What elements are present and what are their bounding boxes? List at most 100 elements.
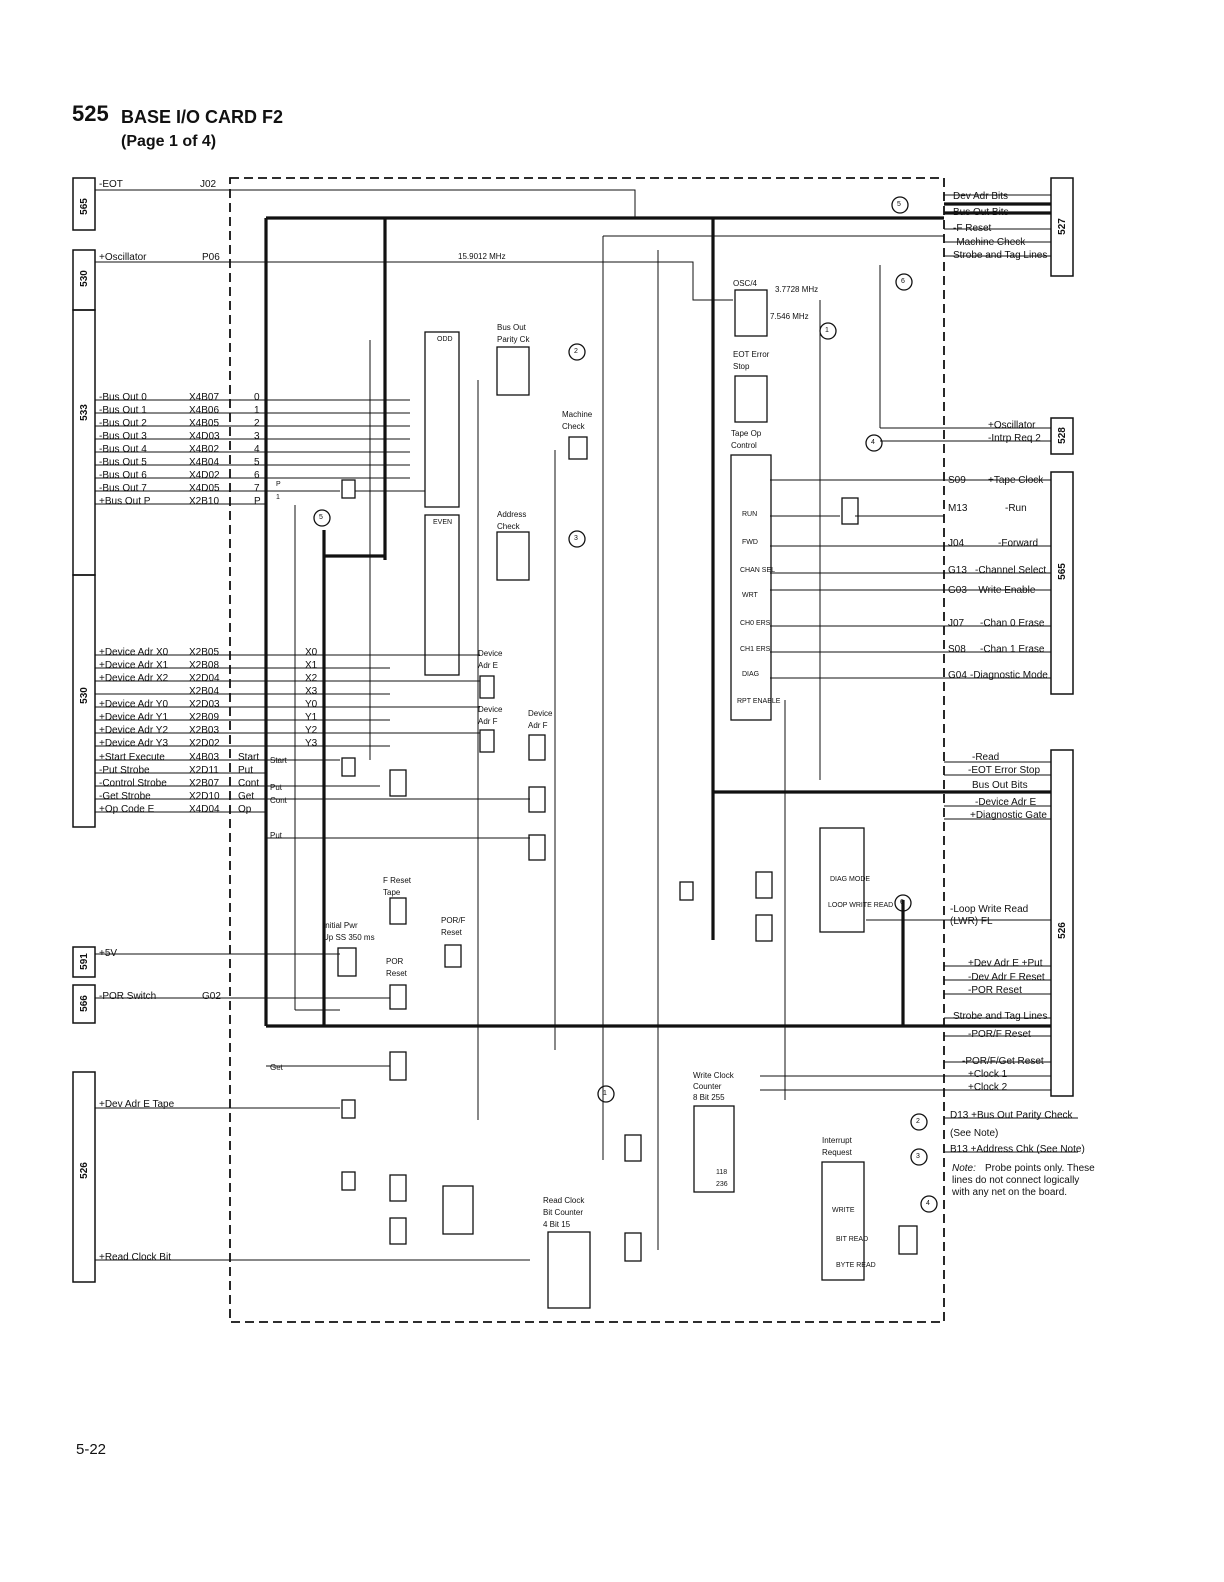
machine-check-label-1: Machine [562,410,593,419]
pin-device-adr-y2: X2B03 [189,725,220,736]
right-strobe-tag-lines: Strobe and Tag Lines [953,250,1048,261]
eot-error-label-2: Stop [733,362,750,371]
read-clock-counter [547,1231,591,1309]
right-chan-1-erase: -Chan 1 Erase [980,644,1045,655]
probe-3-note: 3 [916,1153,920,1160]
machine-check-or [568,436,588,460]
odd-label: ODD [437,336,453,343]
note-label: Note: [952,1163,976,1174]
signal-bus-out-4: -Bus Out 4 [99,444,147,455]
read-clock-label-3: 4 Bit 15 [543,1220,571,1229]
n-gate-start [341,757,356,777]
n-gate-diag [679,881,694,901]
wire-put-2: Put [270,831,283,840]
address-check-label-2: Check [497,522,520,531]
connector-id-530-left-b: 530 [78,687,90,704]
right-por-f-reset: -POR/F Reset [968,1029,1031,1040]
reg-bit-diag: DIAG [742,671,760,678]
pin-bus-out-6: X4D02 [189,470,220,481]
pin-g02: G02 [202,991,221,1002]
connector-id-526-left: 526 [78,1162,90,1179]
right-loop-write-read: -Loop Write Read [950,904,1029,915]
right-run: -Run [1005,503,1027,514]
bit-device-adr-y2: Y2 [305,725,318,736]
probe-2-parity: 2 [574,348,578,355]
write-count-236: 236 [716,1181,728,1188]
device-adr-e-and [479,675,495,699]
osc-label: OSC/4 [733,279,758,288]
bit-cont: Cont [238,778,260,789]
probe-2-note: 2 [916,1118,920,1125]
pin-control-strobe: X2B07 [189,778,220,789]
signal-get-strobe: -Get Strobe [99,791,151,802]
connector-id-526-right: 526 [1056,922,1068,939]
pin-m13: M13 [948,503,968,514]
machine-check-label-2: Check [562,422,585,431]
signal-bus-out-6: -Bus Out 6 [99,470,147,481]
connector-566-left [72,984,96,1024]
right-machine-check: -Machine Check [953,237,1026,248]
right-diagnostic-mode: -Diagnostic Mode [970,670,1048,681]
odd-parity-block [424,331,460,508]
probe-b13: B13 +Address Chk (See Note) [950,1144,1085,1155]
pin-get-strobe: X2D10 [189,791,220,802]
device-adr-e-label-1: Device [478,649,503,658]
bit-bus-out-7: 7 [254,483,260,494]
bit-bus-out-4: 4 [254,444,260,455]
bit-device-adr-x1: X1 [305,660,318,671]
connector-id-527-right: 527 [1056,218,1068,235]
connector-565-left [72,177,96,231]
probe-4-interrupt: 4 [926,1200,930,1207]
osc-freq-2: 7.546 MHz [770,312,809,321]
right-device-adr-e: -Device Adr E [975,797,1037,808]
single-shot [337,947,357,977]
right-tape-clock: +Tape Clock [988,475,1044,486]
note-line-2: lines do not connect logically [952,1175,1080,1186]
bit-bus-out-6: 6 [254,470,260,481]
connector-id-528-right: 528 [1056,427,1068,444]
probe-5-left: 5 [319,514,323,521]
loop-write-read-label: LOOP WRITE READ [828,902,894,909]
connector-533-left [72,309,96,576]
probe-6-top: 6 [901,278,905,285]
pin-op-code-e: X4D04 [189,804,220,815]
probe-see-note: (See Note) [950,1128,999,1139]
signal-por-switch: -POR Switch [99,991,157,1002]
por-reset-or [389,984,407,1010]
pin-bus-out-p: X2B10 [189,496,220,507]
device-adr-f1-label-1: Device [478,705,503,714]
f-reset-and [389,897,407,925]
bit-device-adr-y0: Y0 [305,699,318,710]
bit-bus-out-3: 3 [254,431,260,442]
pin-bus-out-4: X4B02 [189,444,220,455]
bit-put: Put [238,765,254,776]
and-gate-cont [528,834,546,861]
right-channel-select: -Channel Select [975,565,1047,576]
bit-device-adr-y1: Y1 [305,712,318,723]
probe-1-osc: 1 [825,327,829,334]
interrupt-register [821,1161,865,1281]
device-adr-f2-label-2: Adr F [528,721,548,730]
connector-530-left-b [72,574,96,828]
page-title: BASE I/O CARD F2 [121,107,284,127]
n-gate-tape [341,1099,356,1119]
right-read: -Read [972,752,1000,763]
page-footer: 5-22 [76,1441,107,1458]
bit-device-adr-x2: X2 [305,673,318,684]
device-adr-e-label-2: Adr E [478,661,499,670]
osc-block [734,289,768,337]
signal-bus-out-5: -Bus Out 5 [99,457,147,468]
probe-5-top: 5 [897,201,901,208]
write-clock-label-3: 8 Bit 255 [693,1093,725,1102]
pin-bus-out-2: X4B05 [189,418,220,429]
probe-6-lwr: 6 [900,899,904,906]
write-clock-label-2: Counter [693,1082,722,1091]
f-reset-tape-label-1: F Reset [383,876,412,885]
or-gate-start [389,769,407,797]
pin-device-adr-y1: X2B09 [189,712,220,723]
pin-j07: J07 [948,618,965,629]
probe-points [313,196,938,1213]
signal-eot: -EOT [99,179,123,190]
reg-bit-run: RUN [742,511,758,518]
